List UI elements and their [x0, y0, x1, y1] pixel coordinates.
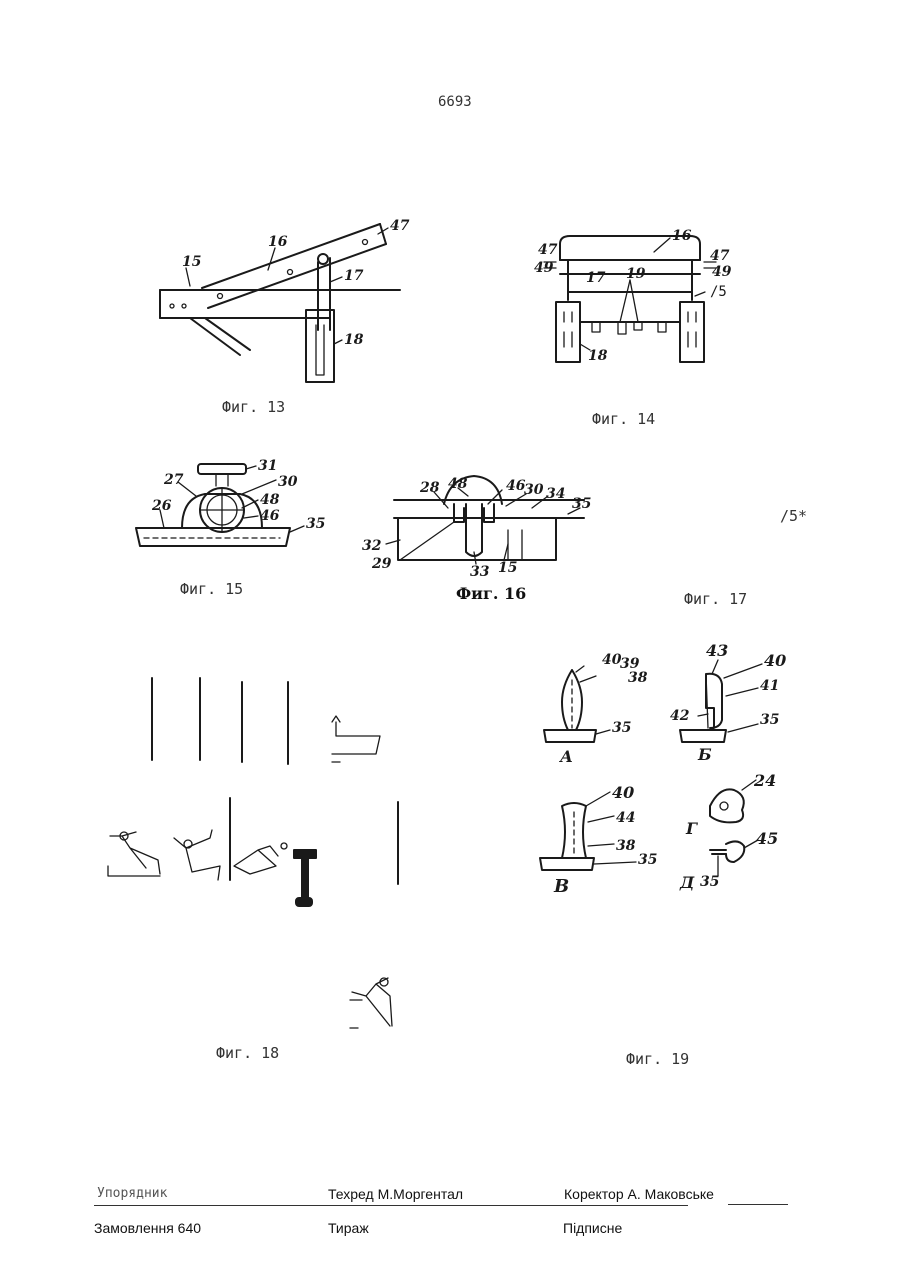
- figure-19-caption: Фиг. 19: [626, 1050, 689, 1068]
- fig19-label-G: Г: [685, 819, 698, 838]
- fig19-label-V: В: [553, 876, 569, 897]
- fig14-label-49-left: 49: [534, 260, 554, 276]
- fig19-label-40-v: 40: [612, 783, 634, 802]
- fig19-label-45: 45: [756, 829, 778, 848]
- figure-16-caption: Фиг. 16: [456, 584, 526, 603]
- fig16-label-33: 33: [470, 564, 490, 580]
- fig14-label-16: 16: [672, 228, 692, 244]
- fig16-label-35: 35: [572, 496, 591, 512]
- figure-19-drawing: 40 39 38 35 А 43 40 41 42 35 Б 40 44 38 …: [530, 640, 810, 900]
- fig13-label-15: 15: [182, 254, 201, 270]
- fig19-label-35-b: 35: [760, 712, 779, 728]
- footer-divider-short: [728, 1204, 788, 1205]
- fig14-label-47-right: 47: [710, 248, 730, 264]
- footer-order: Замовлення 640: [94, 1220, 201, 1236]
- fig14-label-19: 19: [626, 266, 646, 282]
- fig13-label-47: 47: [390, 218, 410, 234]
- fig13-label-16: 16: [268, 234, 288, 250]
- fig15-label-27: 27: [163, 472, 184, 488]
- figure-17-marker: /5*: [780, 507, 807, 525]
- fig19-label-A: А: [559, 747, 573, 766]
- fig15-label-31: 31: [258, 458, 277, 474]
- figure-15-caption: Фиг. 15: [180, 580, 243, 598]
- fig14-label-49-right: 49: [712, 264, 732, 280]
- fig19-label-B: Б: [697, 745, 712, 764]
- fig14-label-47-left: 47: [538, 242, 558, 258]
- fig16-label-30: 30: [524, 482, 544, 498]
- fig16-label-15: 15: [498, 560, 517, 576]
- footer-techred: Техред М.Моргентал: [328, 1186, 463, 1202]
- fig19-label-40-a: 40: [602, 652, 622, 668]
- fig19-label-D: Д: [679, 873, 695, 892]
- figure-17-caption: Фиг. 17: [684, 590, 747, 608]
- fig19-label-38-a: 38: [628, 670, 648, 686]
- fig19-label-35-d: 35: [700, 874, 719, 890]
- fig19-label-35-v: 35: [638, 852, 657, 868]
- fig15-label-35: 35: [306, 516, 325, 532]
- fig15-label-30: 30: [278, 474, 298, 490]
- figure-14-caption: Фиг. 14: [592, 410, 655, 428]
- fig13-label-18: 18: [344, 332, 364, 348]
- footer-corrector: Коректор А. Маковське: [564, 1186, 714, 1202]
- fig15-label-46: 46: [260, 508, 280, 524]
- fig19-label-41: 41: [760, 678, 779, 694]
- fig15-label-26: 26: [151, 498, 172, 514]
- fig19-label-43: 43: [706, 641, 728, 660]
- footer-subscription: Підписне: [563, 1220, 622, 1236]
- fig15-label-48: 48: [260, 492, 280, 508]
- fig16-label-34: 34: [546, 486, 565, 502]
- page-number: 6693: [438, 94, 472, 110]
- fig13-label-17: 17: [344, 268, 364, 284]
- footer-divider: [94, 1205, 688, 1206]
- figure-13-caption: Фиг. 13: [222, 398, 285, 416]
- fig16-label-28: 28: [419, 480, 440, 496]
- figure-13-drawing: 15 16 47 17 18: [150, 210, 420, 390]
- fig19-label-38-v: 38: [616, 838, 636, 854]
- figure-18-caption: Фиг. 18: [216, 1044, 279, 1062]
- fig19-label-40-b: 40: [764, 651, 786, 670]
- fig16-label-29: 29: [371, 556, 392, 572]
- fig19-label-44: 44: [616, 810, 635, 826]
- fig14-label-5: /5: [710, 284, 727, 300]
- figure-15-drawing: 31 27 30 26 48 46 35: [130, 450, 340, 560]
- fig19-label-42: 42: [670, 708, 690, 724]
- fig16-label-32: 32: [362, 538, 382, 554]
- fig16-label-46: 46: [506, 478, 526, 494]
- footer-circulation: Тираж: [328, 1220, 369, 1236]
- figure-18-drawing: [100, 670, 420, 1040]
- fig14-label-18: 18: [588, 348, 608, 364]
- fig19-label-24: 24: [753, 771, 776, 790]
- figure-16-drawing: 48 46 28 30 34 35 32 29 33 15: [358, 460, 598, 580]
- fig14-label-17: 17: [586, 270, 606, 286]
- fig16-label-48: 48: [448, 476, 468, 492]
- footer-compiler: Упорядник: [97, 1186, 167, 1201]
- figure-14-drawing: 16 47 49 17 19 47 49 /5 18: [530, 222, 740, 372]
- fig19-label-35-a: 35: [612, 720, 631, 736]
